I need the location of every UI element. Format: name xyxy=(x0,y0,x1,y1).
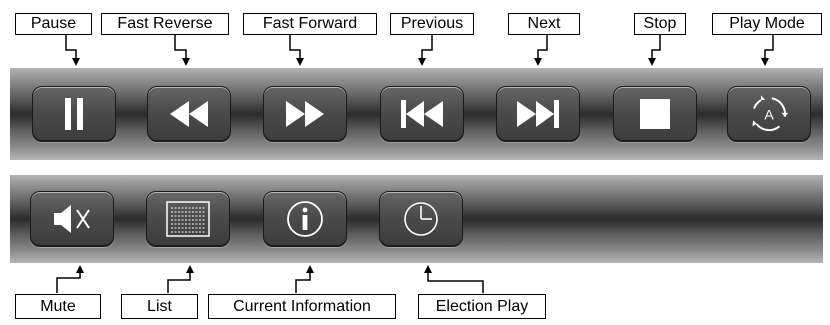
next-icon xyxy=(517,100,559,128)
fast-forward-icon xyxy=(286,101,324,127)
fast-reverse-button[interactable] xyxy=(147,86,231,142)
mute-button[interactable] xyxy=(30,191,114,247)
play-mode-button[interactable]: A xyxy=(727,86,811,142)
mute-icon xyxy=(54,205,90,233)
list-label: List xyxy=(121,294,198,319)
clock-icon xyxy=(404,202,438,236)
previous-button[interactable] xyxy=(380,86,464,142)
pause-label: Pause xyxy=(15,13,92,35)
info-icon xyxy=(287,201,323,237)
mute-label: Mute xyxy=(15,294,101,319)
stop-icon xyxy=(640,99,670,129)
play-mode-label: Play Mode xyxy=(712,13,822,35)
fast-forward-button[interactable] xyxy=(263,86,347,142)
next-button[interactable] xyxy=(496,86,580,142)
election-play-label: Election Play xyxy=(418,294,546,319)
fast-reverse-label: Fast Reverse xyxy=(101,13,229,35)
pause-icon xyxy=(65,98,83,130)
stop-button[interactable] xyxy=(613,86,697,142)
election-play-button[interactable] xyxy=(379,191,463,247)
list-button[interactable] xyxy=(146,191,230,247)
pause-button[interactable] xyxy=(32,86,116,142)
fast-reverse-icon xyxy=(170,101,208,127)
current-information-label: Current Information xyxy=(208,294,396,319)
next-label: Next xyxy=(508,13,580,35)
play-mode-icon: A xyxy=(752,95,789,131)
list-icon xyxy=(166,201,210,237)
fast-forward-label: Fast Forward xyxy=(243,13,377,35)
previous-icon xyxy=(401,100,443,128)
stop-label: Stop xyxy=(634,13,686,35)
current-information-button[interactable] xyxy=(263,191,347,247)
play-mode-letter: A xyxy=(764,107,774,123)
previous-label: Previous xyxy=(390,13,474,35)
